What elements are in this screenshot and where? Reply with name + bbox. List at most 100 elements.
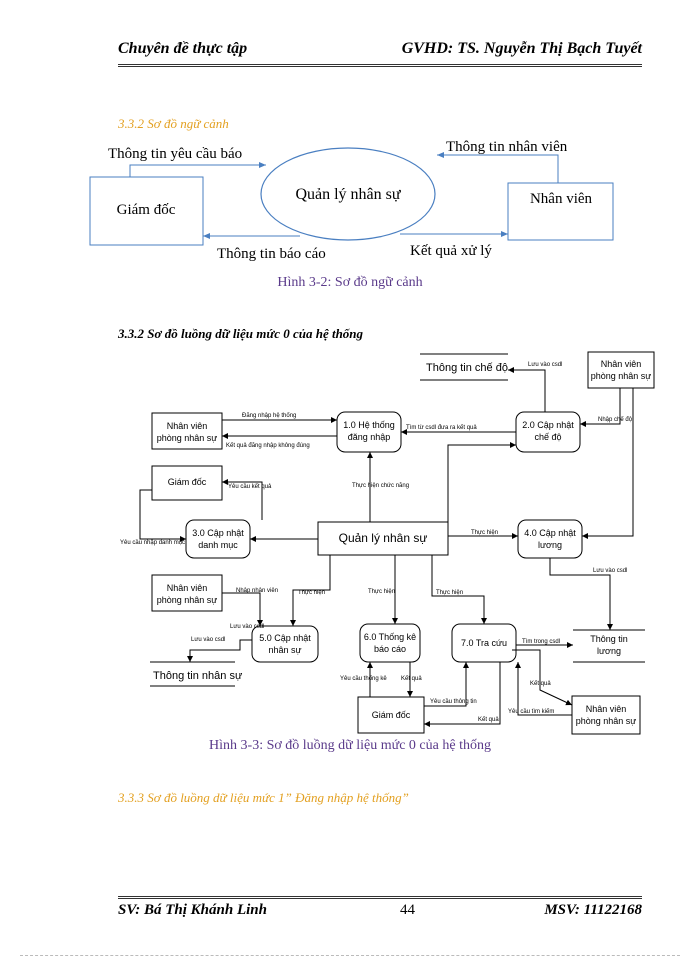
process-1-l1: 1.0 Hệ thống — [343, 420, 395, 430]
lbl-timtu: Tìm từ csdl đưa ra kết quả — [406, 425, 477, 431]
process-6-l2: báo cáo — [374, 644, 406, 654]
lbl-kq-dangnhap: Kết quả đăng nhập không đúng — [226, 443, 310, 449]
process-2-l2: chế độ — [534, 432, 561, 442]
flow-nhan-vien-label: Thông tin nhân viên — [446, 139, 568, 155]
flow-bao-cao-label: Thông tin báo cáo — [217, 246, 326, 262]
header-right: GVHD: TS. Nguyễn Thị Bạch Tuyết — [401, 40, 642, 57]
entity-nvpns-mid-l1: Nhân viên — [167, 583, 208, 593]
entity-nvpns-left-l1: Nhân viên — [167, 421, 208, 431]
lbl-dangnhap: Đăng nhập hệ thống — [242, 413, 296, 419]
entity-nhan-vien-label: Nhân viên — [530, 191, 593, 207]
flow-center-p2 — [447, 442, 516, 522]
entity-nvpns-bottom — [571, 695, 641, 735]
header-left: Chuyên đề thực tập — [118, 40, 248, 57]
process-5-l2: nhân sự — [268, 645, 301, 655]
entity-giam-doc — [89, 176, 204, 246]
lbl-thuchien-chucnang: Thực hiện chức năng — [352, 483, 409, 489]
entity-nvpns-top — [587, 351, 655, 389]
caption-dfd: Hình 3-3: Sơ đồ luồng dữ liệu mức 0 của … — [209, 738, 491, 753]
section-context-heading: 3.3.2 Sơ đồ ngữ cảnh — [118, 116, 229, 131]
flow-nhapchedo — [580, 388, 621, 427]
flow-yeu-cau-label: Thông tin yêu cầu báo — [108, 146, 242, 162]
process-7-label: 7.0 Tra cứu — [461, 638, 507, 648]
caption-context: Hình 3-2: Sơ đồ ngữ cảnh — [277, 275, 423, 290]
process-2-l1: 2.0 Cập nhật — [522, 420, 574, 430]
lbl-nhapchedo: Nhập chế độ — [598, 417, 633, 423]
flow-yeucau-kq — [222, 479, 263, 520]
flow-nhap-nv — [222, 592, 263, 626]
entity-nhan-vien — [507, 182, 614, 241]
store-luong-label-1: Thông tin — [590, 634, 628, 644]
entity-nvpns-mid — [151, 574, 223, 612]
entity-giamdoc-left-label: Giám đốc — [168, 477, 207, 487]
entity-nvpns-top-l2: phòng nhân sự — [591, 371, 652, 381]
page-footer: SV: Bá Thị Khánh Linh 44 MSV: 11122168 — [118, 902, 642, 922]
flow-center-p5 — [290, 555, 331, 626]
flow-luu-luong — [549, 558, 613, 630]
lbl-thuchien-p6: Thực hiện — [368, 589, 395, 595]
flow-ketqua-p7 — [424, 662, 501, 727]
flow-nvpns-luong — [582, 388, 634, 539]
entity-nvpns-mid-l2: phòng nhân sự — [157, 595, 218, 605]
lbl-yeucau-timkiem: Yêu cầu tìm kiếm — [508, 709, 554, 715]
flow-yeucau-timkiem — [515, 662, 572, 716]
process-center-label: Quản lý nhân sự — [295, 186, 401, 203]
process-6 — [359, 623, 421, 663]
process-4-l1: 4.0 Cập nhật — [524, 528, 576, 538]
header-rule — [118, 64, 642, 69]
store-chedo-label: Thông tin chế độ — [426, 362, 508, 374]
process-4 — [517, 519, 583, 559]
entity-nvpns-bottom-l1: Nhân viên — [586, 704, 627, 714]
process-5 — [251, 625, 319, 663]
lbl-ketqua-p6: Kết quả — [401, 676, 422, 682]
process-4-l2: lương — [538, 540, 562, 550]
lbl-ketqua-nvpns: Kết quả — [530, 681, 551, 687]
lbl-yeucau-thongtin: Yêu cầu thông tin — [430, 699, 477, 705]
process-3-l1: 3.0 Cập nhật — [192, 528, 244, 538]
flow-ket-qua-label: Kết quả xử lý — [410, 243, 492, 259]
section-dfd-heading: 3.3.2 Sơ đồ luồng dữ liệu mức 0 của hệ t… — [118, 326, 364, 341]
lbl-luu-nhansu-2: Lưu vào csdl — [191, 637, 225, 643]
entity-giamdoc-bottom-label: Giám đốc — [372, 710, 411, 720]
lbl-thuchien-p5: Thực hiện — [298, 590, 325, 596]
page-header: Chuyên đề thực tập GVHD: TS. Nguyễn Thị … — [118, 40, 642, 64]
entity-nvpns-left — [151, 412, 223, 450]
process-3 — [185, 519, 251, 559]
section-333-heading: 3.3.3 Sơ đồ luồng dữ liệu mức 1” Đăng nh… — [118, 790, 409, 805]
lbl-timtrong: Tìm trong csdl — [522, 639, 560, 645]
lbl-ketqua-p7: Kết quả — [478, 717, 499, 723]
footer-rule — [118, 896, 642, 901]
lbl-luu-luong: Lưu vào csdl — [593, 568, 627, 574]
context-diagram: Giám đốc Nhân viên Quản lý nhân sự Thông… — [89, 139, 614, 262]
flow-center-p7 — [431, 555, 487, 624]
flow-nhan-vien-arrow — [437, 152, 559, 183]
entity-nvpns-left-l2: phòng nhân sự — [157, 433, 218, 443]
process-1-l2: đăng nhập — [348, 432, 391, 442]
entity-nvpns-top-l1: Nhân viên — [601, 359, 642, 369]
page-number: 44 — [400, 902, 415, 918]
flow-ketqua-nvpns — [512, 649, 573, 706]
flow-luu-nhansu — [187, 639, 252, 662]
lbl-nhap-nv: Nhập nhân viên — [236, 588, 278, 594]
lbl-thuchien-p4: Thực hiện — [471, 530, 498, 536]
lbl-yeucau-nhap: Yêu cầu nhập danh mục — [120, 540, 185, 546]
store-nhansu-label: Thông tin nhân sự — [153, 670, 243, 682]
flow-yeucau-nhap — [139, 489, 186, 542]
process-quan-ly-nhan-su — [260, 147, 436, 241]
flow-yeu-cau-arrow — [129, 162, 266, 177]
lbl-luu-nhansu-1: Lưu vào csdl — [230, 624, 264, 630]
flow-yeucau-thongtin — [424, 662, 469, 707]
lbl-yeucau-kq: Yêu cầu kết quả — [228, 484, 272, 490]
entity-nvpns-bottom-l2: phòng nhân sự — [576, 716, 637, 726]
footer-student: SV: Bá Thị Khánh Linh — [118, 902, 267, 918]
center-label: Quản lý nhân sự — [339, 531, 428, 545]
flow-luu-chedo — [508, 367, 546, 412]
store-luong-label-2: lương — [597, 646, 621, 656]
lbl-yeucau-thongke: Yêu cầu thống kê — [340, 676, 387, 682]
process-6-l1: 6.0 Thống kê — [364, 632, 416, 642]
lbl-thuchien-p7: Thực hiện — [436, 590, 463, 596]
footer-student-id: MSV: 11122168 — [544, 902, 642, 918]
page-bottom-divider — [20, 955, 680, 956]
entity-giamdoc-bottom — [357, 696, 425, 734]
